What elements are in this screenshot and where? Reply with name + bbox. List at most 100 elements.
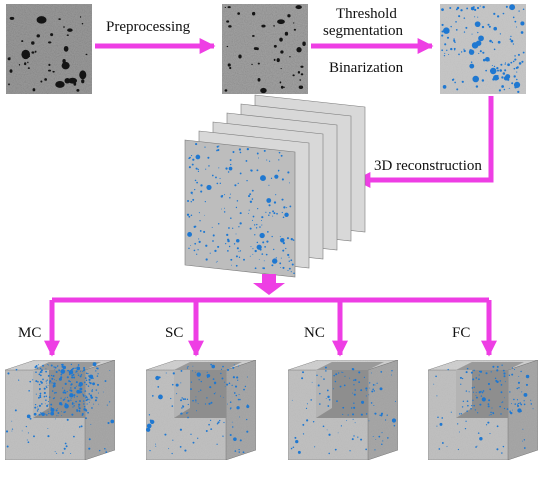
pore-blue xyxy=(261,216,264,219)
pore-blue xyxy=(334,448,337,451)
pore-blue xyxy=(206,184,212,191)
pore-blue xyxy=(465,390,468,392)
pore-blue xyxy=(192,441,195,444)
pore-blue xyxy=(479,50,482,53)
pore-dark xyxy=(61,61,70,70)
pore-blue xyxy=(64,404,66,406)
pore-blue xyxy=(239,212,242,215)
pore-blue xyxy=(91,407,93,409)
pore-blue xyxy=(369,387,371,389)
pore-blue xyxy=(184,449,187,452)
pore-blue xyxy=(251,198,254,200)
pore-blue xyxy=(360,389,363,392)
pore-blue xyxy=(84,381,86,384)
pore-blue xyxy=(149,450,151,452)
pore-blue xyxy=(239,172,242,175)
pore-blue xyxy=(310,399,312,401)
pore-blue xyxy=(212,240,214,242)
pore-blue xyxy=(363,376,366,378)
pore-blue xyxy=(210,363,212,366)
pore-blue xyxy=(475,396,478,399)
pore-blue xyxy=(87,385,89,387)
pore-blue xyxy=(198,240,201,243)
pore-blue xyxy=(208,402,211,405)
pore-blue xyxy=(164,433,167,436)
pore-blue xyxy=(501,402,503,404)
pore-blue xyxy=(45,399,47,401)
pore-blue xyxy=(283,206,286,209)
pore-blue xyxy=(168,448,170,450)
pore-blue xyxy=(482,51,485,54)
pore-dark xyxy=(273,25,275,27)
pore-blue xyxy=(230,217,232,219)
pore-blue xyxy=(206,397,208,399)
pore-blue xyxy=(479,437,483,441)
pore-blue xyxy=(501,401,504,403)
pore-dark xyxy=(9,16,15,20)
pore-blue xyxy=(327,395,330,399)
pore-blue xyxy=(73,402,75,404)
pore-blue xyxy=(482,58,486,62)
pore-blue xyxy=(463,48,465,50)
pore-blue xyxy=(192,365,194,367)
pore-blue xyxy=(236,238,240,243)
pore-blue xyxy=(72,368,74,370)
pore-blue xyxy=(191,370,194,372)
pore-blue xyxy=(33,412,37,416)
cube-right xyxy=(84,359,116,461)
pore-blue xyxy=(84,377,87,379)
pore-blue xyxy=(216,145,219,148)
pore-blue xyxy=(46,386,48,389)
pore-blue xyxy=(509,4,516,11)
pore-blue xyxy=(257,157,259,159)
pore-blue xyxy=(518,375,520,377)
pore-blue xyxy=(433,383,435,385)
pore-blue xyxy=(92,362,97,367)
pore-blue xyxy=(289,205,292,208)
pore-blue xyxy=(293,272,295,274)
pore-blue xyxy=(244,385,247,388)
pore-blue xyxy=(184,398,187,401)
pore-blue xyxy=(14,409,17,412)
pore-blue xyxy=(458,15,461,18)
pore-blue xyxy=(342,406,345,409)
cut-wall-back xyxy=(456,362,524,370)
pore-blue xyxy=(88,401,90,403)
pore-blue xyxy=(472,399,474,401)
pore-blue xyxy=(387,437,389,439)
pore-blue xyxy=(204,214,206,216)
pore-blue xyxy=(195,154,201,160)
pore-blue xyxy=(208,423,210,426)
pore-blue xyxy=(196,181,198,184)
pore-blue xyxy=(382,440,384,442)
pore-blue xyxy=(224,194,226,196)
pore-blue xyxy=(69,393,74,398)
pore-blue xyxy=(88,375,90,377)
pore-blue xyxy=(42,364,45,367)
pore-blue xyxy=(80,392,82,394)
pore-blue xyxy=(513,67,516,70)
pore-blue xyxy=(186,367,189,369)
pore-blue xyxy=(50,374,53,377)
pore-blue xyxy=(27,441,30,444)
pore-blue xyxy=(470,407,472,410)
pore-blue xyxy=(191,193,193,195)
pore-blue xyxy=(460,413,463,415)
pore-blue xyxy=(35,393,37,395)
pore-blue xyxy=(467,404,469,407)
pore-blue xyxy=(190,381,192,383)
pore-blue xyxy=(228,166,233,171)
pore-dark xyxy=(76,89,80,92)
pore-blue xyxy=(493,65,496,68)
pore-blue xyxy=(155,375,160,381)
pore-blue xyxy=(57,412,60,414)
pore-blue xyxy=(518,386,520,389)
pore-blue xyxy=(262,241,265,244)
pore-blue xyxy=(80,388,83,390)
pore-blue xyxy=(488,414,490,416)
pore-blue xyxy=(238,451,240,453)
pore-blue xyxy=(32,379,34,381)
pore-blue xyxy=(158,394,163,400)
pore-blue xyxy=(200,389,202,391)
pore-blue xyxy=(63,447,66,450)
